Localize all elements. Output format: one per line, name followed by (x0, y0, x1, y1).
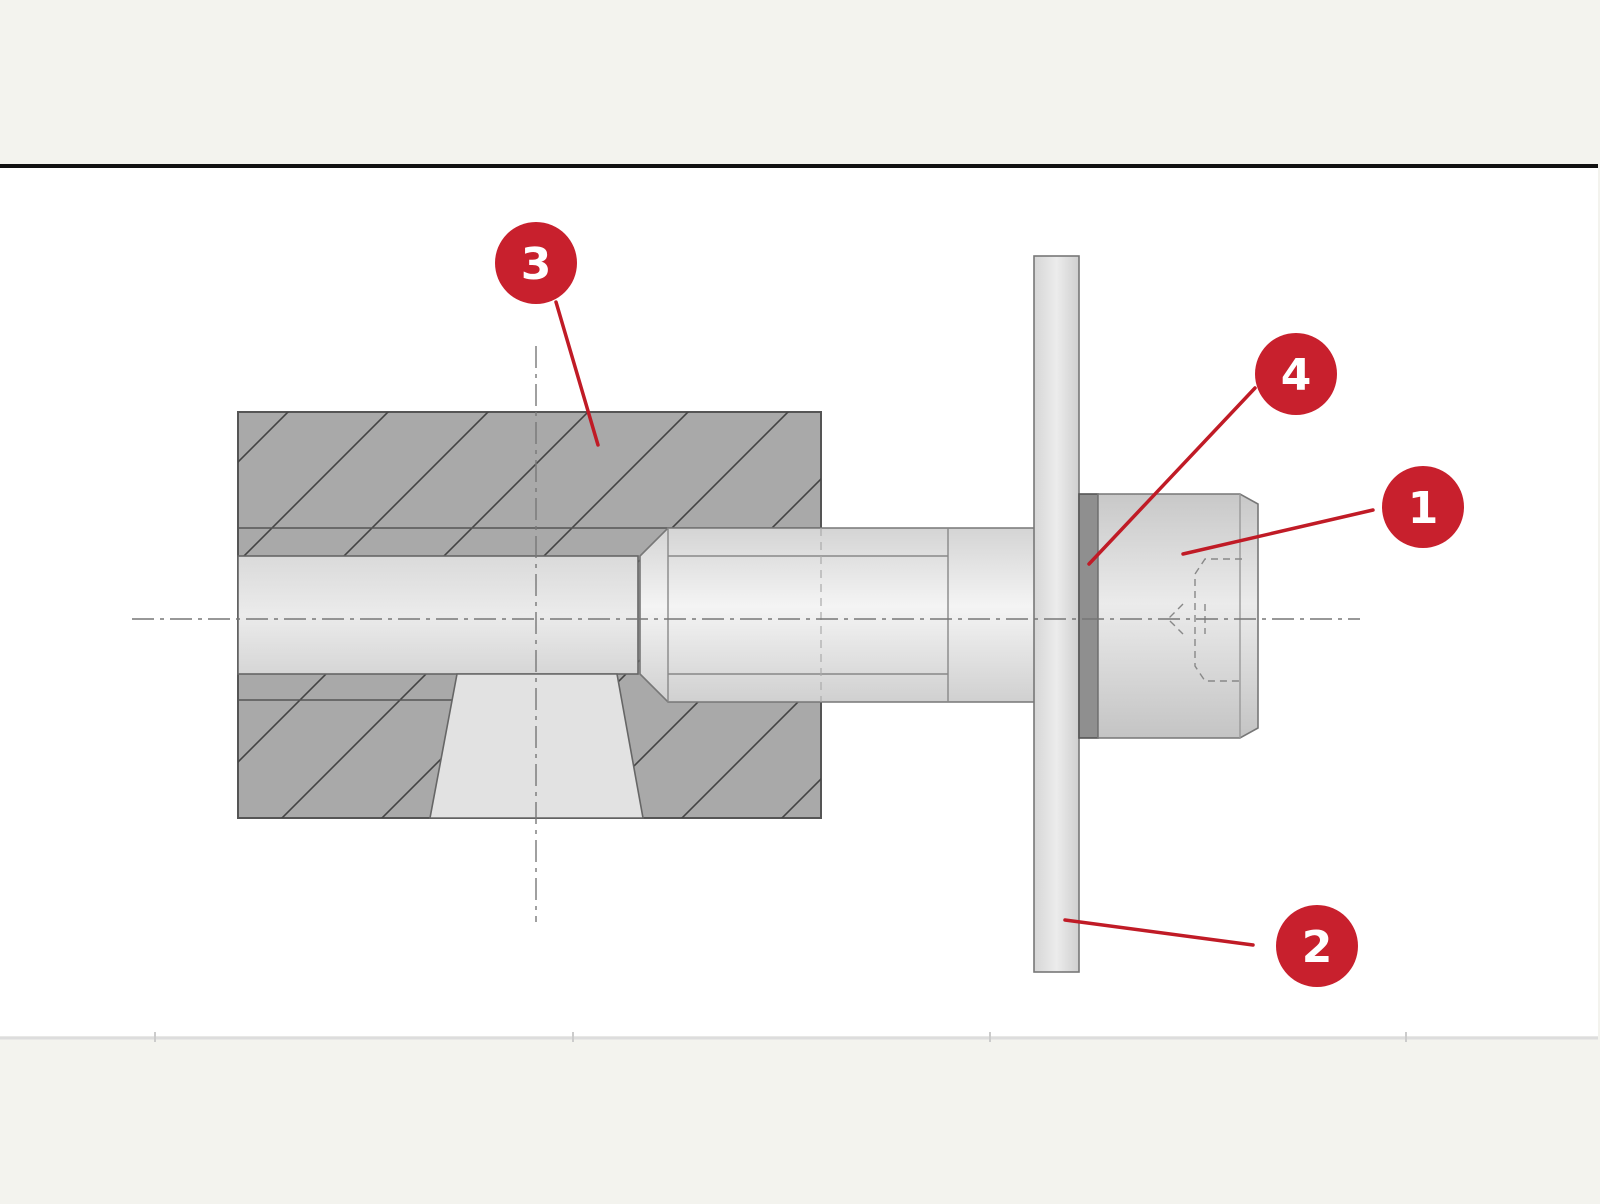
callout-number: 4 (1281, 350, 1312, 401)
leader-lines (554, 300, 1375, 947)
callout-4: 4 (1255, 333, 1337, 415)
callout-number: 3 (521, 239, 552, 290)
callout-badge (1382, 466, 1464, 548)
callout-badge (495, 222, 577, 304)
callout-badge (1276, 905, 1358, 987)
center-lines (132, 346, 1360, 922)
callout-1: 1 (1382, 466, 1464, 548)
spacer-ring (1078, 493, 1099, 739)
bolt-head (1097, 493, 1259, 739)
leader-line-4 (1087, 386, 1257, 566)
flange-washer (1033, 255, 1080, 973)
leader-line-3 (554, 300, 600, 447)
block-bore (237, 555, 639, 675)
callout-number: 2 (1302, 922, 1333, 973)
callout-2: 2 (1276, 905, 1358, 987)
bottom-ticks (154, 1032, 1407, 1042)
callout-3: 3 (495, 222, 577, 304)
callout-number: 1 (1408, 483, 1439, 534)
bolt-shaft (639, 527, 1041, 703)
leader-line-2 (1063, 918, 1255, 947)
callout-badge (1255, 333, 1337, 415)
leader-line-1 (1181, 508, 1375, 556)
